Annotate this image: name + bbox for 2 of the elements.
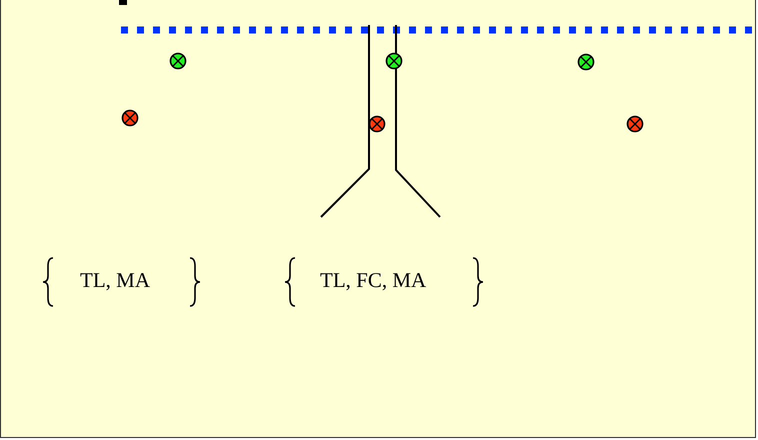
set-label: TL, MA — [80, 268, 150, 293]
set-label: TL, FC, MA — [320, 268, 426, 293]
